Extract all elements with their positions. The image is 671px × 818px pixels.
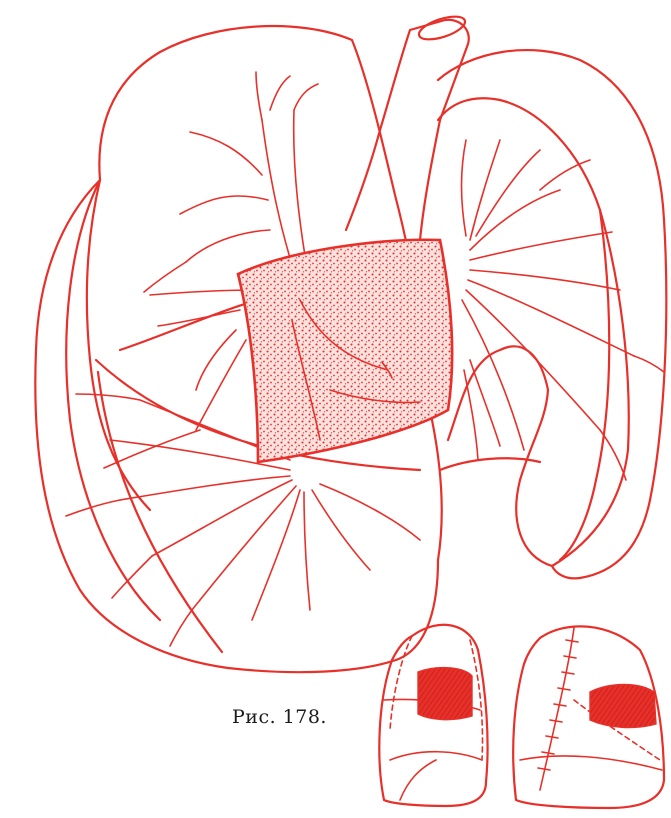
bronchial-tree-left xyxy=(462,140,665,480)
inset-right-view xyxy=(513,626,664,808)
left-lung xyxy=(438,50,666,578)
highlighted-lung-segment xyxy=(238,240,452,462)
trachea xyxy=(346,12,469,240)
figure-caption: Рис. 178. xyxy=(232,706,327,728)
inset-left-view xyxy=(379,625,487,806)
